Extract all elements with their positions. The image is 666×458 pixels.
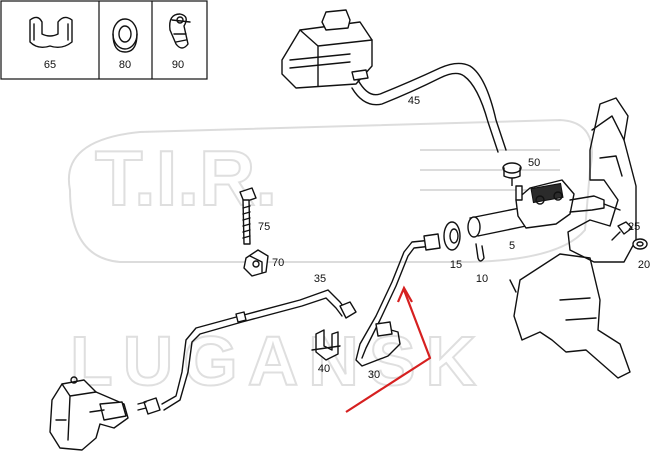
legend-panel: 65 80 90	[0, 0, 208, 80]
part-label-25: 25	[628, 221, 640, 233]
clip-part-icon	[29, 16, 73, 49]
line-holder-part	[243, 249, 269, 277]
retaining-pin-part	[475, 243, 485, 262]
clutch-master-cylinder-part	[467, 179, 621, 238]
part-label-15: 15	[450, 259, 462, 271]
washer-part	[632, 238, 648, 250]
part-label-30: 30	[368, 369, 380, 381]
hydraulic-line-30-part	[355, 233, 441, 367]
reservoir-hose-part	[351, 62, 507, 153]
part-label-45: 45	[408, 95, 420, 107]
part-label-75: 75	[258, 221, 270, 233]
hose-clamp-part	[502, 162, 522, 186]
grommet-part-icon	[112, 18, 138, 53]
mounting-bracket-part	[311, 329, 341, 361]
part-label-35: 35	[314, 273, 326, 285]
legend-label-90: 90	[172, 59, 184, 71]
part-label-5: 5	[509, 240, 515, 252]
bolt-part	[611, 221, 633, 241]
screw-part	[239, 187, 257, 245]
fluid-reservoir-part	[281, 9, 373, 89]
watermark-logo: T.I.R. LUGANSK	[67, 118, 593, 401]
part-label-40: 40	[318, 363, 330, 375]
dust-boot-part	[443, 221, 461, 251]
part-label-50: 50	[528, 157, 540, 169]
part-label-70: 70	[272, 257, 284, 269]
highlight-arrow	[345, 285, 432, 413]
legend-label-80: 80	[119, 59, 131, 71]
part-label-20: 20	[638, 259, 650, 271]
part-label-10: 10	[476, 273, 488, 285]
slave-cylinder-part	[49, 376, 129, 451]
svg-text:LUGANSK: LUGANSK	[70, 322, 486, 400]
hydraulic-line-35-part	[137, 289, 357, 415]
pedal-bracket-part	[509, 97, 637, 379]
legend-label-65: 65	[44, 59, 56, 71]
spring-clip-part-icon	[169, 13, 191, 49]
